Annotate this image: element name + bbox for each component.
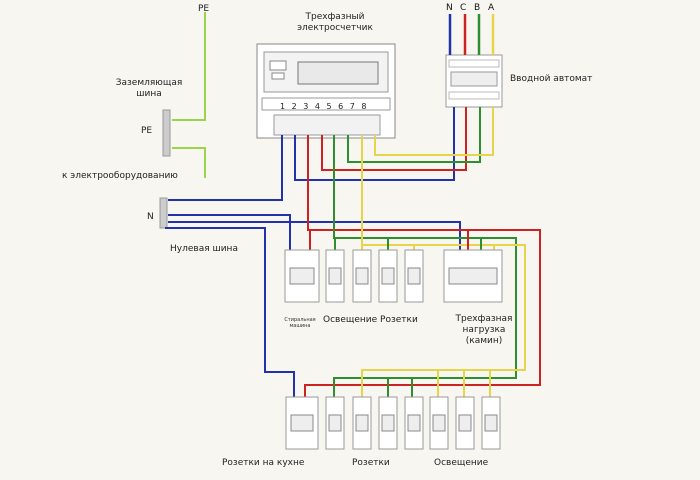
to-equipment-label: к электрооборудованию <box>62 171 178 181</box>
meter-digits: 1 2 3 4 5 6 7 8 <box>280 102 369 111</box>
input-breaker-label: Вводной автомат <box>510 74 593 84</box>
lighting-label: Освещение <box>434 458 489 468</box>
three-phase-load-label: Трехфазная нагрузка (камин) <box>455 314 513 346</box>
ground-wires <box>172 12 206 178</box>
bus-bar-icon <box>159 109 171 229</box>
pe-bus-label: PE <box>141 126 153 136</box>
phase-a-label: A <box>488 3 495 13</box>
n-bus-label: N <box>147 212 154 222</box>
phase-b-label: B <box>474 3 481 13</box>
washer-label: Стиральная машина <box>284 317 316 329</box>
phase-n-label: N <box>446 3 453 13</box>
ground-bus-label: Заземляющая шина <box>115 78 183 99</box>
kitchen-sockets-label: Розетки на кухне <box>222 458 305 468</box>
neutral-bus-label: Нулевая шина <box>170 244 238 254</box>
lighting-sockets-label: Освещение Розетки <box>323 315 418 325</box>
breaker-icon <box>445 54 503 108</box>
sockets-label: Розетки <box>352 458 390 468</box>
meter-label: Трехфазный электросчетчик <box>297 12 373 33</box>
phase-c-label: C <box>460 3 467 13</box>
pe-top-label: PE <box>198 4 210 14</box>
meter-icon <box>256 43 396 139</box>
